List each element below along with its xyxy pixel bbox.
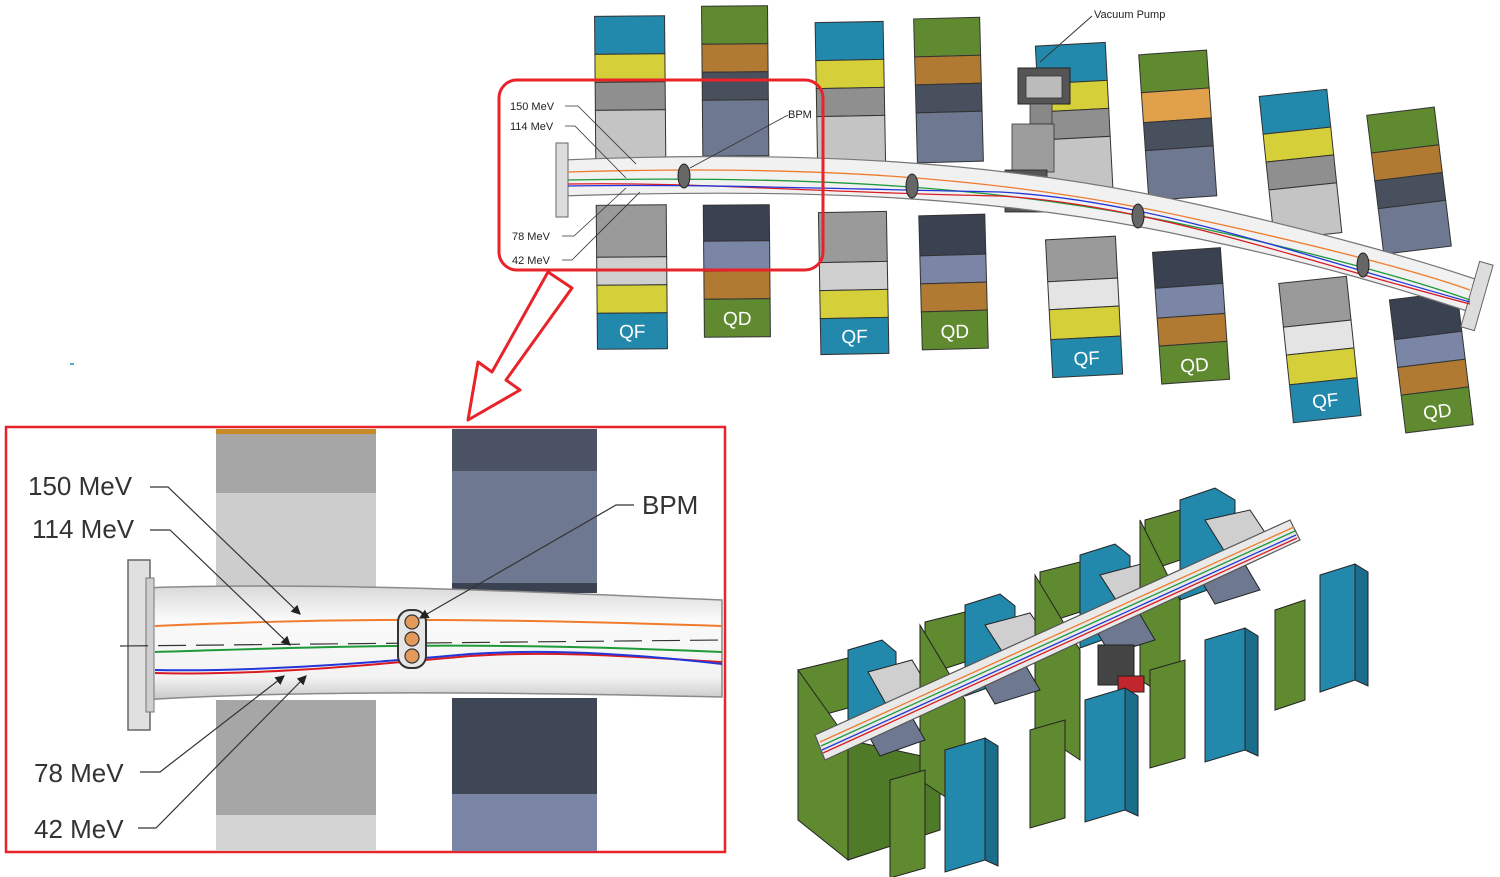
overview-leader-78 (562, 187, 627, 237)
inset-beam-114 (154, 644, 723, 653)
magnet-qd-3: QD (1138, 49, 1231, 385)
overview-leader-bpm (689, 114, 789, 169)
inset-beam-150 (154, 618, 723, 627)
inset-label-bpm: BPM (642, 490, 698, 520)
zoom-arrow (466, 270, 574, 422)
magnet-label-qf-3: QF (1073, 348, 1100, 370)
magnet-qd-4: QD (1366, 106, 1474, 434)
overview-leader-150 (565, 105, 637, 165)
inset-label-78-mev: 78 MeV (34, 758, 124, 788)
magnet-qd-1: QD (701, 5, 771, 338)
inset-bpm (397, 609, 427, 669)
inset-leader-42 (138, 675, 307, 829)
inset-leader-114 (150, 529, 291, 646)
magnet-label-qd-2: QD (940, 322, 969, 344)
overview-label-bpm: BPM (788, 109, 812, 121)
overview-label-150-mev: 150 MeV (510, 101, 555, 113)
magnet-label-qf-1: QF (619, 322, 646, 343)
magnet-qf-3: QF (1034, 41, 1124, 379)
inset-panel: 150 MeV 114 MeV 78 MeV 42 MeV BPM (4, 425, 727, 854)
inset-beam-42 (154, 650, 723, 672)
magnet-label-qf-2: QF (841, 327, 868, 348)
inset-label-150-mev: 150 MeV (28, 471, 133, 501)
overview-label-42-mev: 42 MeV (512, 255, 551, 267)
magnet-qd-2: QD (913, 16, 989, 351)
vacuum-pump-leader (1039, 15, 1093, 63)
inset-leader-78 (140, 675, 285, 773)
magnet-label-qd-4: QD (1422, 400, 1453, 424)
magnet-qf-4: QF (1258, 88, 1362, 424)
magnet-label-qd-3: QD (1180, 355, 1210, 378)
overview-beam-pipe (555, 142, 1494, 332)
overview-highlight-box (497, 78, 825, 272)
inset-leader-bpm (418, 504, 634, 619)
inset-label-114-mev: 114 MeV (32, 514, 135, 544)
inset-label-42-mev: 42 MeV (34, 814, 124, 844)
overview-label-114-mev: 114 MeV (510, 121, 554, 133)
magnet-label-qd-1: QD (723, 309, 752, 330)
overview-label-78-mev: 78 MeV (512, 231, 551, 243)
magnet-qf-2: QF (814, 20, 890, 356)
inset-leader-150 (150, 486, 301, 615)
overview-leader-42 (562, 191, 641, 261)
overview-leader-114 (565, 125, 627, 179)
isometric-view (797, 487, 1369, 877)
vacuum-pump-label: Vacuum Pump (1094, 9, 1165, 21)
magnet-label-qf-4: QF (1311, 390, 1339, 414)
overview-layout: QF QD QF (497, 5, 1494, 434)
